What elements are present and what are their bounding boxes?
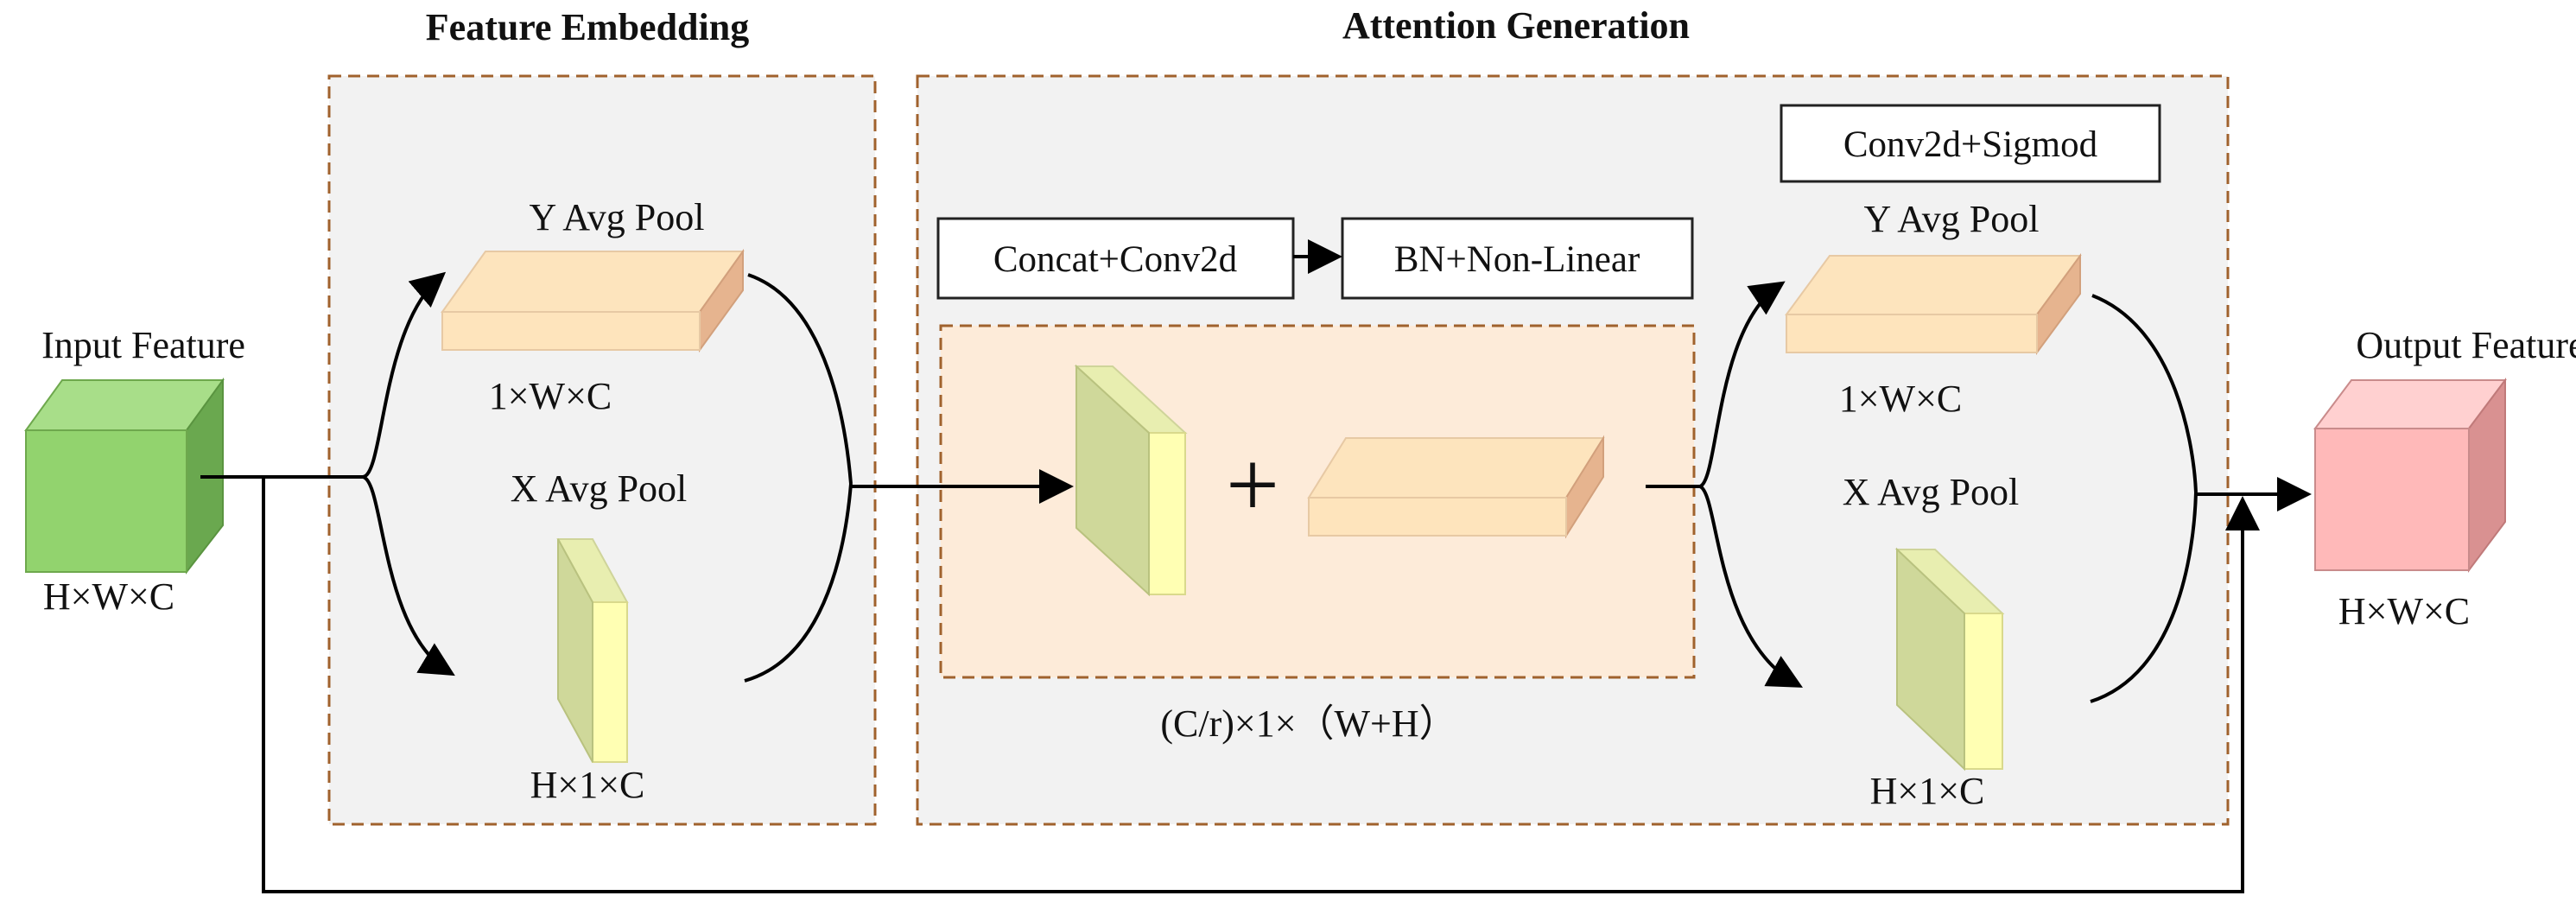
conv2d-sigmod-label: Conv2d+Sigmod: [1843, 124, 2097, 165]
attn-ypool-merge-line: [2091, 294, 2198, 493]
combined-dims-label: (C/r)×1×（W+H）: [1160, 702, 1456, 745]
flow-connectors: [200, 271, 2312, 893]
input-dims-label: H×W×C: [43, 575, 174, 618]
attn-xpool-merge-line: [2090, 492, 2198, 703]
xpool-merge-line: [744, 483, 853, 683]
attention-y-slab: [1307, 435, 1605, 539]
residual-path-arrow: [262, 477, 2260, 893]
attn-x-dims-label: H×1×C: [1870, 770, 1985, 812]
embed-y-pool-label: Y Avg Pool: [530, 196, 705, 238]
embed-y-pool-slab: [441, 248, 745, 353]
attention-generation-title: Attention Generation: [1342, 4, 1690, 47]
attn-x-pool-slice: [1894, 547, 2005, 772]
attn-y-pool-slab: [1785, 252, 2082, 356]
split-to-xpool-arrow: [362, 475, 455, 676]
feature-embedding-title: Feature Embedding: [426, 6, 749, 48]
attn-y-dims-label: 1×W×C: [1839, 378, 1963, 420]
split-to-attn-xpool-arrow: [1698, 485, 1804, 688]
concat-conv2d-label: Concat+Conv2d: [993, 239, 1237, 280]
attention-x-slice: [1074, 364, 1188, 597]
ypool-merge-line: [747, 273, 853, 485]
conv2d-sigmod-box: [1780, 104, 2161, 183]
bn-nonlinear-box: [1341, 217, 1694, 300]
attn-y-pool-label: Y Avg Pool: [1864, 198, 2040, 240]
embed-x-dims-label: H×1×C: [530, 764, 645, 806]
attn-x-pool-label: X Avg Pool: [1843, 471, 2020, 513]
bn-nonlinear-label: BN+Non-Linear: [1394, 239, 1640, 280]
plus-sign: +: [1226, 432, 1279, 537]
input-feature-cube: [24, 377, 225, 575]
output-dims-label: H×W×C: [2338, 590, 2470, 632]
input-feature-label: Input Feature: [41, 324, 245, 366]
split-to-attn-ypool-arrow: [1698, 281, 1786, 488]
output-feature-cube: [2313, 378, 2507, 573]
output-feature-label: Output Feature: [2356, 324, 2576, 366]
embed-y-dims-label: 1×W×C: [489, 375, 612, 417]
split-to-ypool-arrow: [362, 271, 447, 479]
embed-x-pool-slice: [556, 538, 629, 763]
embed-x-pool-label: X Avg Pool: [511, 467, 688, 510]
